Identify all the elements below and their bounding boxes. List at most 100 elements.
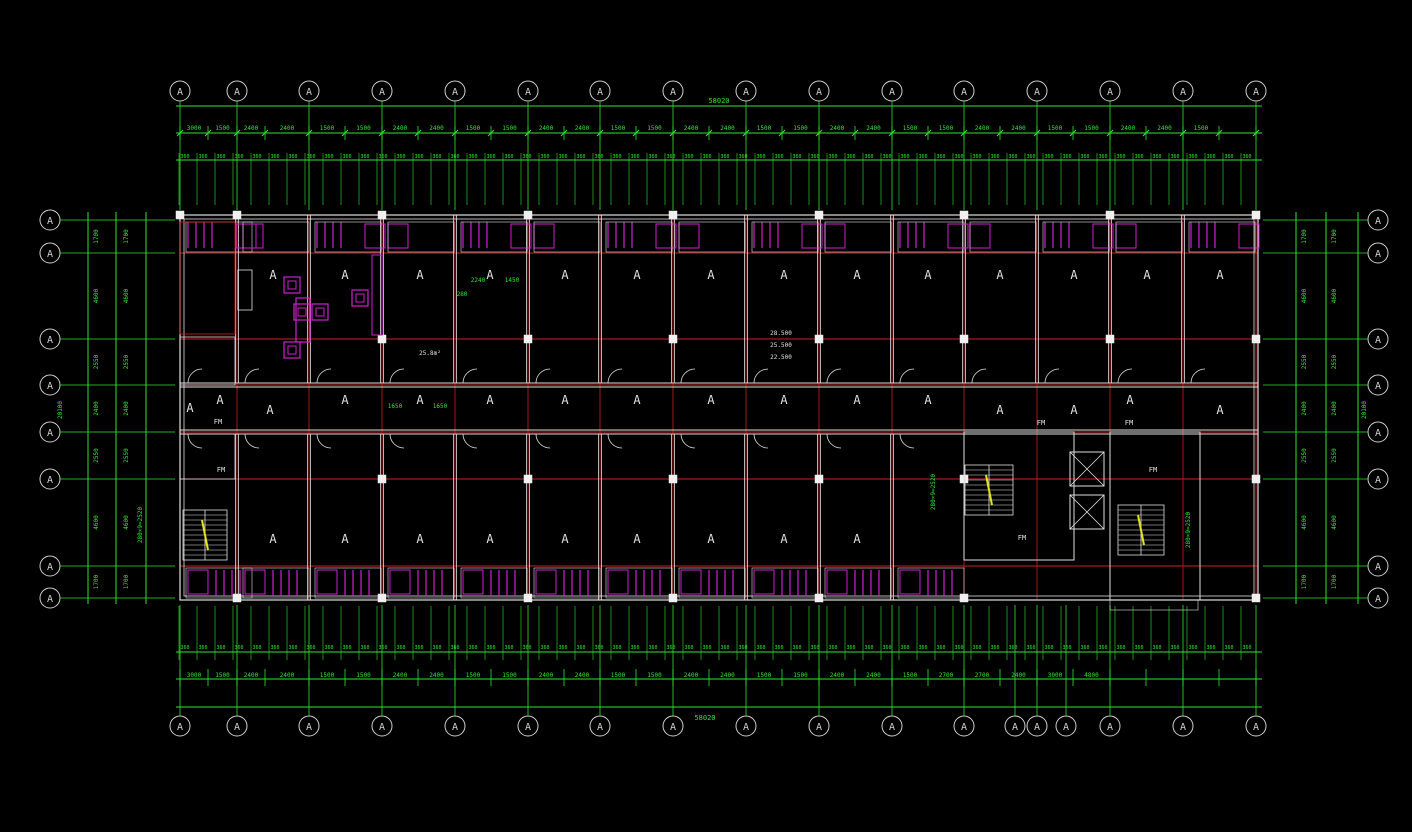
shelf bbox=[371, 254, 383, 336]
dim-slash bbox=[742, 129, 750, 137]
column bbox=[1105, 210, 1115, 220]
bathroom-fixture bbox=[510, 223, 532, 249]
stair-arrow bbox=[1137, 514, 1145, 546]
axis-label-top: A bbox=[1180, 87, 1186, 98]
door-swing bbox=[753, 368, 769, 384]
bathroom-fixture bbox=[801, 223, 823, 249]
door-swing bbox=[535, 368, 551, 384]
dim-text-top: 1500 bbox=[793, 125, 808, 132]
dim-text-fine: 360 bbox=[1134, 154, 1143, 160]
door-swing bbox=[462, 368, 478, 384]
axis-label-bottom: A bbox=[1012, 722, 1018, 733]
fm-label: FM bbox=[1018, 534, 1026, 542]
bathroom-fixture bbox=[364, 223, 386, 249]
elevation-label: 25.500 bbox=[770, 342, 792, 349]
dim-text-fine: 360 bbox=[360, 645, 369, 651]
room-label: A bbox=[853, 532, 861, 546]
axis-label-bottom: A bbox=[306, 722, 312, 733]
dim-text-bottom: 2400 bbox=[1011, 672, 1026, 679]
axis-label-top: A bbox=[379, 87, 385, 98]
axis-label-bottom: A bbox=[452, 722, 458, 733]
dim-text-bottom: 2400 bbox=[393, 672, 408, 679]
dim-text-top: 2400 bbox=[975, 125, 990, 132]
axis-label-bottom: A bbox=[1253, 722, 1259, 733]
room-label: A bbox=[924, 393, 932, 407]
dim-text-bottom: 1500 bbox=[215, 672, 230, 679]
dim-text-top: 1500 bbox=[320, 125, 335, 132]
axis-label-top: A bbox=[743, 87, 749, 98]
dim-slash bbox=[924, 129, 932, 137]
toilet-room bbox=[179, 336, 236, 386]
dim-text-fine: 360 bbox=[972, 645, 981, 651]
dim-text-fine: 360 bbox=[486, 154, 495, 160]
dim-slash bbox=[1106, 129, 1114, 137]
dim-text-fine: 360 bbox=[918, 154, 927, 160]
bathroom-box bbox=[460, 221, 528, 253]
dim-text-fine: 360 bbox=[864, 154, 873, 160]
dim-text-fine: 360 bbox=[792, 154, 801, 160]
room-label: A bbox=[561, 532, 569, 546]
axis-label-bottom: A bbox=[1107, 722, 1113, 733]
dim-text-fine: 360 bbox=[1116, 154, 1125, 160]
dim-text-bottom: 2400 bbox=[866, 672, 881, 679]
column bbox=[523, 210, 533, 220]
table bbox=[295, 297, 311, 343]
dim-text-fine: 360 bbox=[1008, 645, 1017, 651]
dim-text-fine: 360 bbox=[414, 154, 423, 160]
dim-text-fine: 360 bbox=[990, 645, 999, 651]
dim-slash bbox=[261, 129, 269, 137]
dim-text-top: 1500 bbox=[1084, 125, 1099, 132]
dim-slash bbox=[1179, 129, 1187, 137]
dim-text-fine: 360 bbox=[1170, 154, 1179, 160]
door-swing bbox=[244, 433, 260, 449]
dim-text-right: 1700 bbox=[1301, 229, 1308, 244]
dim-text-right: 4600 bbox=[1331, 515, 1338, 530]
dim-text-fine: 360 bbox=[864, 645, 873, 651]
column bbox=[377, 210, 387, 220]
column bbox=[377, 593, 387, 603]
dim-text-fine: 360 bbox=[216, 645, 225, 651]
dim-slash bbox=[960, 129, 968, 137]
bathroom-box bbox=[751, 221, 819, 253]
axis-label-right: A bbox=[1375, 249, 1381, 260]
dim-slash bbox=[378, 129, 386, 137]
dim-text-fine: 360 bbox=[1044, 154, 1053, 160]
column bbox=[814, 334, 824, 344]
dim-text-left: 2550 bbox=[93, 354, 100, 369]
dim-slash bbox=[632, 129, 640, 137]
fm-label: FM bbox=[1037, 419, 1045, 427]
dim-text-fine: 360 bbox=[252, 154, 261, 160]
dim-text-fine: 360 bbox=[1080, 645, 1089, 651]
dim-text-fine: 360 bbox=[720, 645, 729, 651]
dim-text-bottom: 2400 bbox=[280, 672, 295, 679]
dim-text-top: 1500 bbox=[356, 125, 371, 132]
dim-text-left: 1700 bbox=[123, 574, 130, 589]
dim-text-fine: 360 bbox=[522, 154, 531, 160]
dim-slash bbox=[487, 129, 495, 137]
room-label: A bbox=[633, 532, 641, 546]
elevator-car bbox=[1069, 494, 1105, 530]
axis-label-top: A bbox=[816, 87, 822, 98]
dim-text-fine: 360 bbox=[990, 154, 999, 160]
dim-slash bbox=[204, 129, 212, 137]
door-swing bbox=[753, 433, 769, 449]
dim-text-bottom: 2400 bbox=[429, 672, 444, 679]
dim-text-top: 1500 bbox=[647, 125, 662, 132]
door-swing bbox=[1190, 368, 1206, 384]
dim-text-fine: 360 bbox=[702, 154, 711, 160]
column bbox=[523, 593, 533, 603]
dim-text-left: 2400 bbox=[93, 401, 100, 416]
room-label: A bbox=[707, 268, 715, 282]
dim-text-fine: 360 bbox=[792, 645, 801, 651]
dim-text-right: 1700 bbox=[1331, 574, 1338, 589]
room-label: A bbox=[341, 268, 349, 282]
dim-text-fine: 360 bbox=[1062, 645, 1071, 651]
dim-text-fine: 360 bbox=[450, 645, 459, 651]
axis-label-bottom: A bbox=[177, 722, 183, 733]
door-swing bbox=[607, 433, 623, 449]
dim-slash bbox=[1215, 129, 1223, 137]
dim-text-fine: 360 bbox=[1026, 154, 1035, 160]
bathroom-box bbox=[1188, 221, 1256, 253]
bathroom-box bbox=[314, 221, 382, 253]
